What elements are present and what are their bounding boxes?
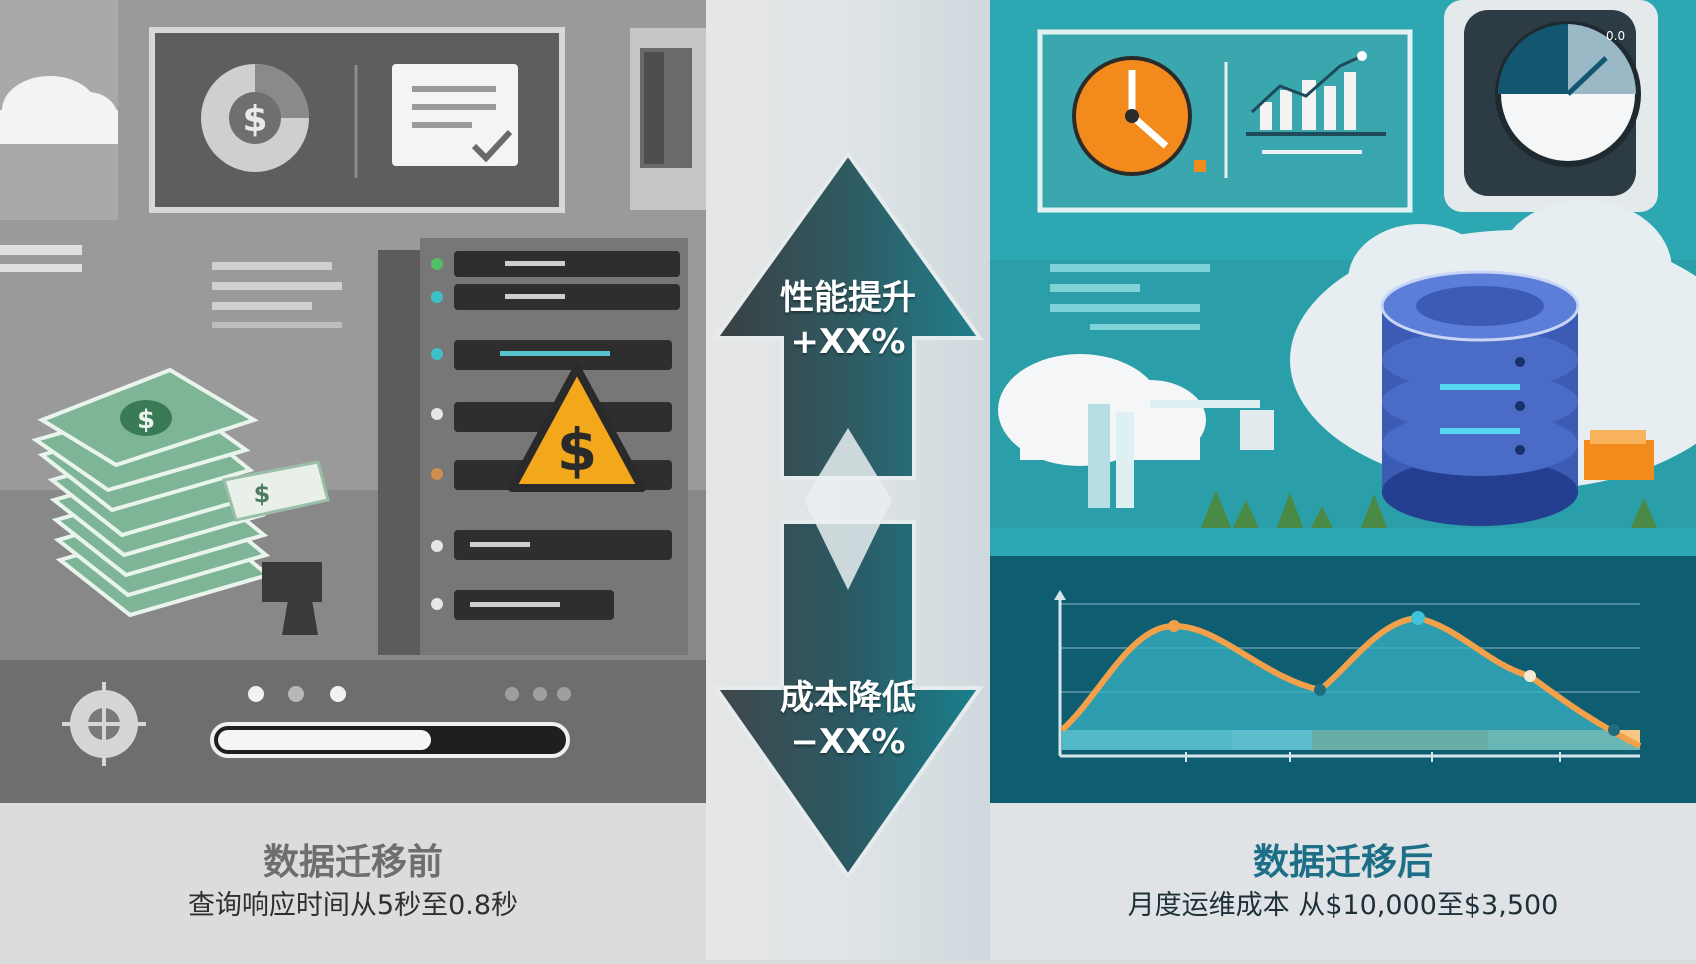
cloud-icon: [0, 76, 118, 144]
svg-text:$: $: [254, 480, 271, 508]
cloud-icon: [998, 354, 1206, 508]
server-rack-icon: [378, 238, 688, 655]
document-check-icon: [392, 64, 518, 166]
after-migration-scene: 0.0: [990, 0, 1696, 556]
performance-up-line1: 性能提升: [780, 278, 916, 318]
data-point: [1608, 724, 1620, 736]
gauge-icon: 0.0: [1464, 10, 1641, 196]
data-point: [1524, 670, 1536, 682]
comparison-arrows: 性能提升 +XX% 成本降低 −XX%: [706, 0, 990, 960]
data-point: [1411, 611, 1425, 625]
before-migration-scene: $: [0, 0, 706, 803]
progress-fill: [218, 730, 432, 750]
dollar-coin-icon: $: [201, 64, 309, 172]
after-subtitle: 月度运维成本 从$10,000至$3,500: [1127, 890, 1559, 921]
after-scene-illustration: 0.0: [990, 0, 1696, 556]
line-series: [1059, 614, 1642, 749]
svg-text:$: $: [242, 99, 267, 140]
double-arrow-graphic: [712, 150, 984, 880]
after-title: 数据迁移后: [1252, 842, 1433, 883]
cost-down-label: 成本降低 −XX%: [706, 676, 990, 764]
area-series: [1062, 618, 1640, 750]
network-node-icon: [62, 682, 146, 766]
performance-up-line2: +XX%: [790, 322, 906, 362]
before-caption: 数据迁移前 查询响应时间从5秒至0.8秒: [0, 803, 706, 960]
arrow-down-icon: [712, 520, 984, 880]
database-icon: [1380, 270, 1580, 526]
area-line-chart: [1054, 590, 1642, 762]
svg-text:$: $: [557, 416, 597, 484]
after-trend-chart: [990, 556, 1696, 803]
svg-text:$: $: [137, 405, 155, 435]
cost-down-line1: 成本降低: [780, 678, 916, 718]
clock-icon: [1072, 56, 1192, 176]
before-subtitle: 查询响应时间从5秒至0.8秒: [187, 890, 519, 921]
loading-progress-bar: [210, 722, 570, 758]
data-point: [1314, 684, 1326, 696]
before-title: 数据迁移前: [262, 842, 443, 883]
performance-up-label: 性能提升 +XX%: [706, 276, 990, 364]
warning-dollar-icon: $: [508, 364, 646, 492]
bar-chart-icon: [1246, 51, 1386, 154]
after-caption: 数据迁移后 月度运维成本 从$10,000至$3,500: [990, 803, 1696, 960]
money-stack-icon: $ $: [31, 367, 330, 618]
data-point: [1168, 620, 1180, 632]
cost-down-line2: −XX%: [790, 722, 906, 762]
before-scene-illustration: $: [0, 0, 706, 803]
gauge-readout: 0.0: [1606, 29, 1625, 43]
